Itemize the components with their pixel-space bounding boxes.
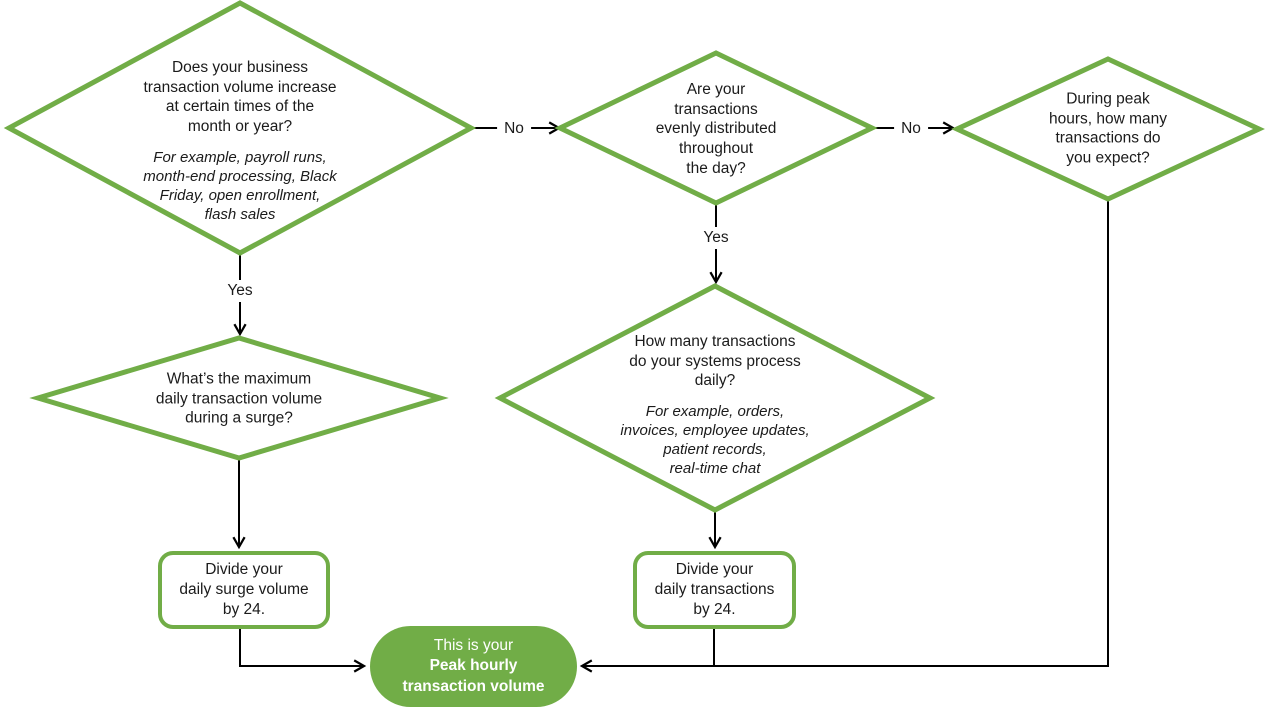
question-text: Does your business transaction volume in… [143,59,337,136]
example-text: For example, orders, invoices, employee … [620,402,810,478]
decision-evenly-distributed-text: Are your transactions evenly distributed… [626,80,806,178]
question-text: How many transactions do your systems pr… [629,332,801,390]
decision-diamond-max-surge [29,335,449,461]
decision-diamond-peak-hours [951,56,1265,202]
action-box-divide-daily: Divide your daily transactions by 24. [633,551,796,629]
edge-label-no: No [894,118,928,140]
decision-diamond-daily-volume [494,283,936,513]
action-text: Divide your daily surge volume by 24. [179,561,309,618]
edge-label-no: No [497,118,531,140]
result-emphasis-text: Peak hourly transaction volume [402,657,545,695]
example-text: For example, payroll runs, month-end pro… [143,148,337,223]
result-pill-peak-hourly-volume: This is your Peak hourly transaction vol… [370,626,577,707]
decision-diamond-increase [3,0,477,256]
question-text: Are your transactions evenly distributed… [655,80,777,177]
edge-divide-surge-to-result [239,629,367,673]
action-text: Divide your daily transactions by 24. [654,561,775,618]
decision-increase-text: Does your business transaction volume in… [110,58,370,224]
edge-peak-hours-to-result [579,199,1109,673]
action-box-divide-surge: Divide your daily surge volume by 24. [158,551,330,629]
decision-diamond-evenly-distributed [554,50,878,206]
edge-label-yes: Yes [696,227,736,249]
decision-daily-volume-text: How many transactions do your systems pr… [585,332,845,478]
decision-max-surge-text: What’s the maximum daily transaction vol… [114,369,364,428]
question-text: During peak hours, how many transactions… [1048,90,1168,167]
decision-peak-hours-text: During peak hours, how many transactions… [1013,90,1203,169]
result-intro-text: This is your [433,637,514,655]
edge-label-yes: Yes [220,280,260,302]
question-text: What’s the maximum daily transaction vol… [155,370,323,427]
